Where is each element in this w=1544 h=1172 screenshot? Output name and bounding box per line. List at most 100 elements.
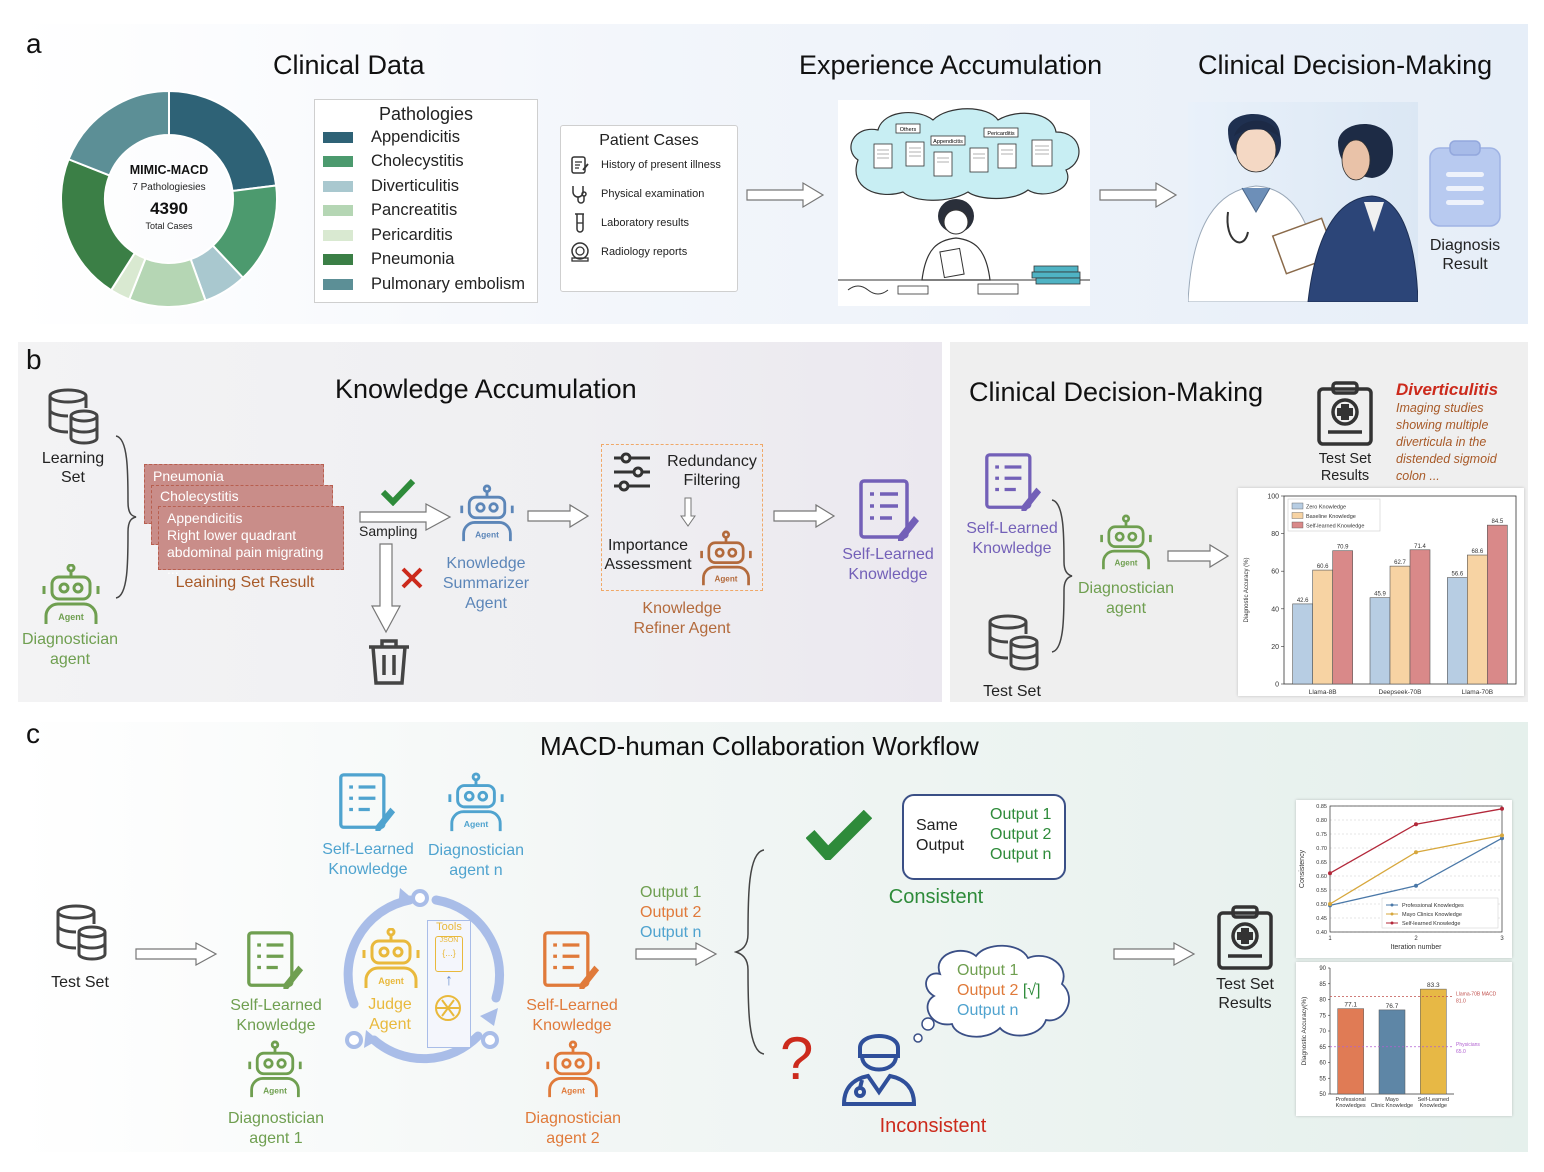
y-tick-label: 80 xyxy=(1319,998,1326,1004)
patient-case-item: History of present illness xyxy=(569,150,737,179)
bar xyxy=(1389,565,1411,685)
y-tick-label: 0.55 xyxy=(1316,888,1327,894)
brace-icon xyxy=(115,435,137,599)
arrow-right-icon xyxy=(1167,543,1230,569)
legend-marker xyxy=(1390,912,1394,916)
bar-value-label: 71.4 xyxy=(1414,544,1426,550)
patient-cases-title: Patient Cases xyxy=(599,132,699,149)
legend-label: Pulmonary embolism xyxy=(371,274,526,293)
legend-item: Diverticulitis xyxy=(323,174,537,199)
bar-value-label: 77.1 xyxy=(1344,1002,1357,1009)
arrow-right-icon xyxy=(635,941,718,967)
pathology-donut-chart: MIMIC-MACD 7 Pathologiesies 4390 Total C… xyxy=(60,89,278,308)
robot-agent-icon: Agent xyxy=(1100,514,1152,570)
consistent-label: Consistent xyxy=(888,886,984,908)
data-point xyxy=(1328,902,1332,906)
arrow-right-icon xyxy=(1113,941,1196,967)
workflow-title: MACD-human Collaboration Workflow xyxy=(540,731,979,761)
robot-agent-icon: Agent xyxy=(460,484,514,542)
legend-label: Diverticulitis xyxy=(371,176,460,195)
legend-item: Appendicitis xyxy=(323,125,537,150)
y-tick-label: 60 xyxy=(1271,569,1279,576)
history-icon xyxy=(571,155,589,174)
thought-cloud xyxy=(913,944,1070,1043)
agent-tag: Agent xyxy=(378,976,404,986)
experience-illustration: Others Appendicitis Pericarditis xyxy=(838,100,1090,306)
series-line xyxy=(1329,837,1503,907)
arrow-right-icon xyxy=(359,502,452,532)
legend-title: Pathologies xyxy=(378,104,474,124)
knowledge-document-icon xyxy=(247,931,304,989)
patient-case-label: History of present illness xyxy=(601,158,721,171)
x-tick-label: Self-Learned xyxy=(1418,1097,1450,1103)
outputs-list: Output 1 Output 2 Output n xyxy=(640,884,702,941)
data-point xyxy=(1328,871,1332,876)
legend-item: Pancreatitis xyxy=(323,199,537,224)
bar xyxy=(1447,577,1468,685)
x-tick-label: Llama-8B xyxy=(1309,689,1337,696)
legend-label: Appendicitis xyxy=(371,127,460,146)
arrow-down-icon xyxy=(370,543,402,634)
bar xyxy=(1369,597,1391,685)
donut-subtitle: 7 Pathologiesies xyxy=(132,182,205,193)
database-icon xyxy=(988,614,1039,671)
bar-value-label: 84.5 xyxy=(1491,519,1503,525)
legend-swatch xyxy=(323,156,353,168)
test-set-label: Test Set xyxy=(51,974,109,991)
y-tick-label: 100 xyxy=(1267,494,1279,501)
check-bracket: [√] xyxy=(1022,982,1041,999)
y-tick-label: 70 xyxy=(1319,1029,1326,1035)
legend-swatch xyxy=(323,254,353,266)
x-tick-label: 1 xyxy=(1328,936,1332,942)
scanner-icon xyxy=(571,241,589,262)
brace-icon xyxy=(734,849,765,1055)
patient-case-item: Radiology reports xyxy=(569,237,737,266)
legend-item: Pneumonia xyxy=(323,248,537,273)
cloud-label-others: Others xyxy=(900,127,917,133)
legend-label: Cholecystitis xyxy=(371,152,464,171)
series-line xyxy=(1329,834,1503,905)
database-icon xyxy=(56,904,107,961)
patient-cases-box: Patient Cases History of present illness… xyxy=(560,125,738,292)
legend-label: Baseline Knowledge xyxy=(1306,514,1356,520)
donut-name: MIMIC-MACD xyxy=(130,163,208,177)
donut-slice xyxy=(168,89,278,193)
y-tick-label: 0.85 xyxy=(1316,804,1327,810)
learning-set-result-label: Leaining Set Result xyxy=(175,574,315,591)
bar-value-label: 45.9 xyxy=(1374,592,1386,598)
robot-agent-icon: Agent xyxy=(248,1040,302,1098)
bar-value-label: 60.6 xyxy=(1317,564,1329,570)
legend-marker xyxy=(1390,921,1394,925)
bar-value-label: 62.7 xyxy=(1394,560,1406,566)
agent-tag: Agent xyxy=(58,612,84,622)
bar xyxy=(1420,988,1447,1095)
arrow-right-icon xyxy=(746,181,825,209)
cross-icon xyxy=(401,567,423,589)
check-icon xyxy=(806,810,872,860)
doctor-patient-illustration xyxy=(1188,102,1418,302)
y-tick-label: 0.60 xyxy=(1316,874,1327,880)
panel-label-a: a xyxy=(26,28,42,59)
consistency-line-chart: 0.400.450.500.550.600.650.700.750.800.85… xyxy=(1299,804,1504,951)
clinical-decision-title-a: Clinical Decision-Making xyxy=(1198,50,1493,80)
robot-agent-icon: Agent xyxy=(448,772,504,832)
database-icon xyxy=(48,388,99,445)
donut-slice xyxy=(60,157,137,292)
x-tick-label: 2 xyxy=(1414,936,1418,942)
robot-agent-icon: Agent xyxy=(42,564,100,624)
data-point xyxy=(1500,836,1504,841)
plot-frame xyxy=(1329,805,1503,933)
y-tick-label: 55 xyxy=(1319,1076,1326,1082)
x-tick-label: Professional xyxy=(1336,1097,1366,1103)
x-tick-label: Knowledges xyxy=(1336,1103,1366,1109)
